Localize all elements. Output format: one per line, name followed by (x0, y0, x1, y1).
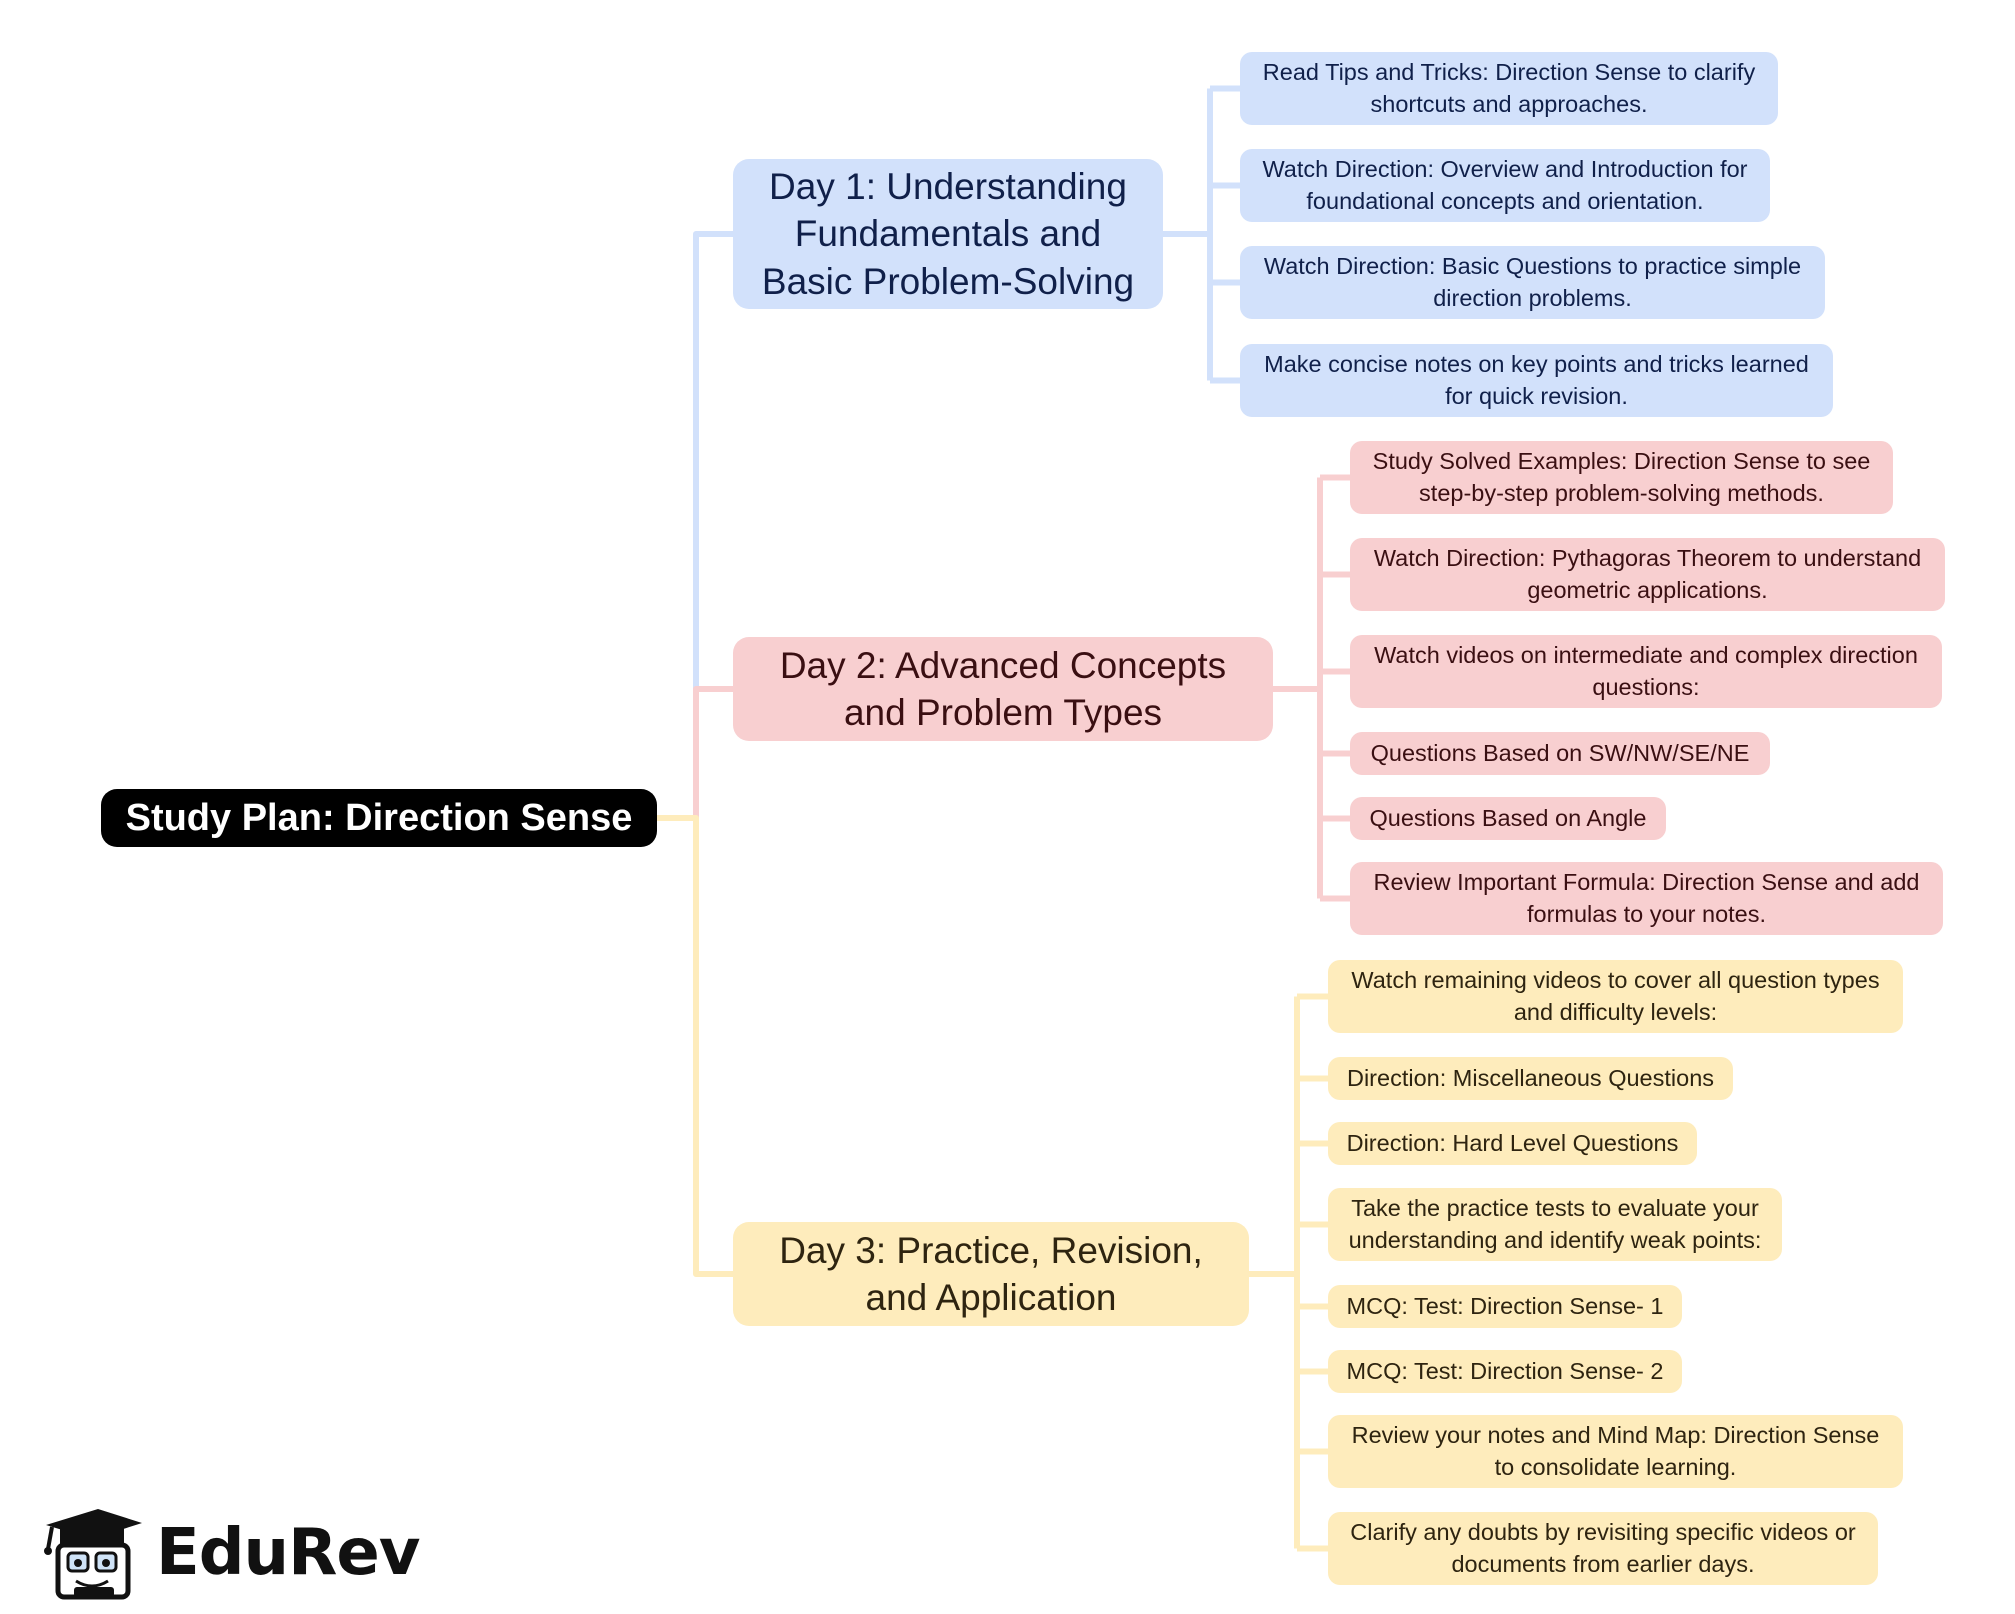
day-3-task-4: Take the practice tests to evaluate your… (1328, 1188, 1782, 1261)
day-2-task-3: Watch videos on intermediate and complex… (1350, 635, 1942, 708)
day-2-task-6: Review Important Formula: Direction Sens… (1350, 862, 1943, 935)
day-3-task-7: Review your notes and Mind Map: Directio… (1328, 1415, 1903, 1488)
day-2-task-5: Questions Based on Angle (1350, 797, 1666, 840)
day-3-task-6: MCQ: Test: Direction Sense- 2 (1328, 1350, 1682, 1393)
day-3-node: Day 3: Practice, Revision, and Applicati… (733, 1222, 1249, 1326)
day-2-task-1: Study Solved Examples: Direction Sense t… (1350, 441, 1893, 514)
day-2-task-4: Questions Based on SW/NW/SE/NE (1350, 732, 1770, 775)
day-1-task-4: Make concise notes on key points and tri… (1240, 344, 1833, 417)
edurev-logo: EduRev (38, 1505, 420, 1601)
day-3-task-3: Direction: Hard Level Questions (1328, 1122, 1697, 1165)
root-node: Study Plan: Direction Sense (101, 789, 657, 847)
day-3-task-8: Clarify any doubts by revisiting specifi… (1328, 1512, 1878, 1585)
graduation-cap-mascot-icon (44, 1509, 142, 1600)
day-1-task-1: Read Tips and Tricks: Direction Sense to… (1240, 52, 1778, 125)
logo-text: EduRev (156, 1516, 420, 1590)
day-1-task-3: Watch Direction: Basic Questions to prac… (1240, 246, 1825, 319)
day-3-task-1: Watch remaining videos to cover all ques… (1328, 960, 1903, 1033)
day-3-task-5: MCQ: Test: Direction Sense- 1 (1328, 1285, 1682, 1328)
day-2-node: Day 2: Advanced Concepts and Problem Typ… (733, 637, 1273, 741)
day-1-task-2: Watch Direction: Overview and Introducti… (1240, 149, 1770, 222)
root-to-day-2-connector (657, 686, 733, 821)
day-1-node: Day 1: Understanding Fundamentals and Ba… (733, 159, 1163, 309)
root-to-day-3-connector (657, 815, 733, 1277)
day-2-task-2: Watch Direction: Pythagoras Theorem to u… (1350, 538, 1945, 611)
day-3-task-2: Direction: Miscellaneous Questions (1328, 1057, 1733, 1100)
